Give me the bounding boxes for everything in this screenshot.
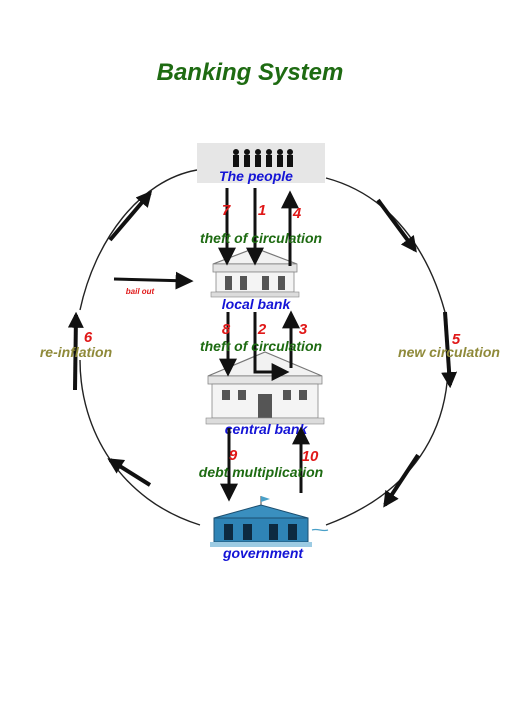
new-circulation-label: new circulation [398,344,500,360]
debt-multiplication-label: debt multiplication [199,464,323,480]
step-1: 1 [258,202,266,219]
re-inflation-label: re-inflation [40,344,112,360]
theft-of-circulation-upper: theft of circulation [200,230,322,246]
flow-arrows [113,188,310,502]
central-bank-label: central bank [225,421,309,437]
central-bank-building: central bank [205,351,325,437]
diagram-title: Banking System [157,59,344,86]
step-numbers: 1 2 3 4 5 6 7 8 9 10 [84,202,461,465]
step-3: 3 [299,321,308,338]
step-10: 10 [302,448,319,465]
step-2: 2 [257,321,267,338]
cycle-arrows [67,190,458,508]
government-building: government [210,496,329,561]
theft-of-circulation-lower: theft of circulation [200,338,322,354]
bail-out-label: bail out [126,287,155,296]
people-label: The people [219,168,293,184]
step-7: 7 [222,202,231,219]
local-bank-label: local bank [222,296,292,312]
government-label: government [222,545,304,561]
step-8: 8 [222,321,231,338]
step-5: 5 [452,331,461,348]
step-6: 6 [84,329,93,346]
people-node: The people [197,143,325,184]
step-4: 4 [292,205,302,222]
arrow-bail-out [113,271,194,290]
step-9: 9 [229,447,238,464]
arrow-2 [253,312,290,381]
people-icon [233,149,293,167]
